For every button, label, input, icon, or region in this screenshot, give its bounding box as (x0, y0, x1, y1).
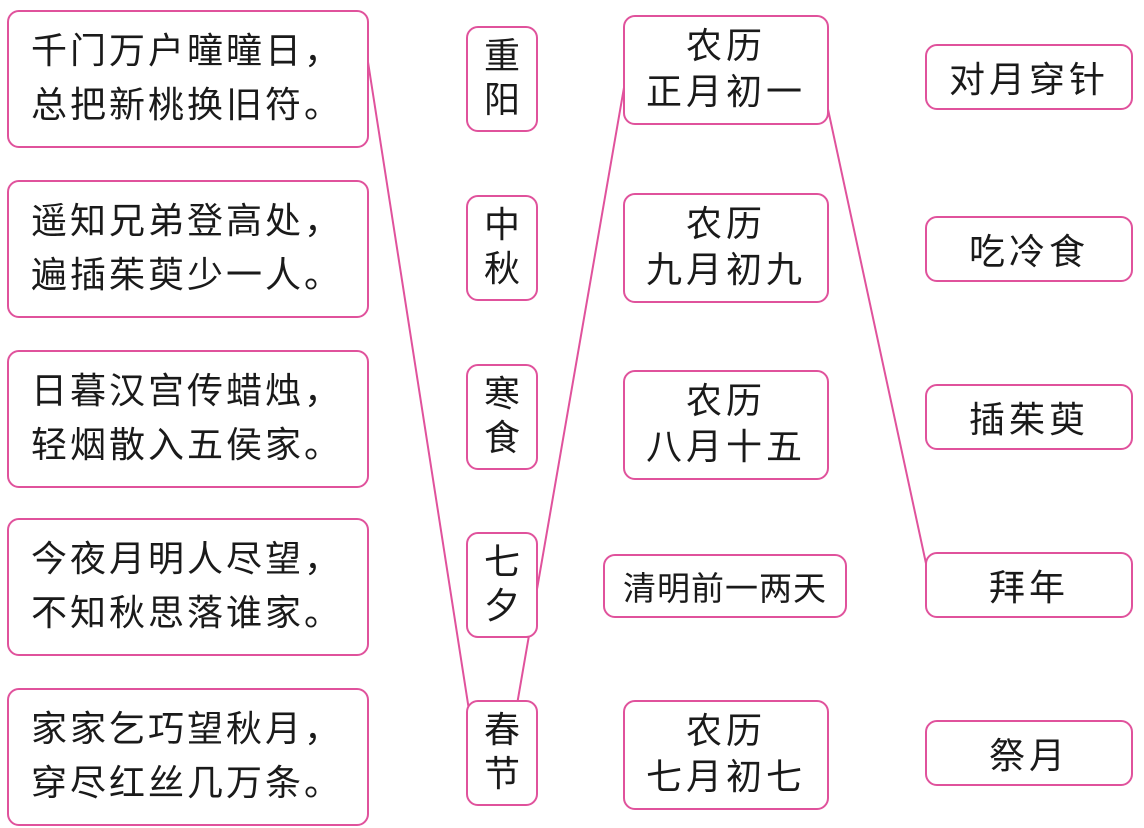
date-line: 农历 (685, 711, 766, 752)
date-line: 农历 (685, 381, 766, 422)
custom-box-duiyue-chuanzhen[interactable]: 对月穿针 (925, 44, 1133, 110)
date-box-qingming[interactable]: 清明前一两天 (603, 554, 847, 618)
poem-line: 今夜月明人尽望， (31, 539, 344, 580)
poem-line: 轻烟散入五侯家。 (31, 425, 344, 466)
poem-line: 不知秋思落谁家。 (31, 593, 344, 634)
poem-line: 遍插茱萸少一人。 (31, 255, 344, 296)
festival-char: 夕 (483, 586, 520, 627)
date-line: 八月十五 (645, 427, 806, 468)
date-box-jiuyue-chujiu[interactable]: 农历 九月初九 (623, 193, 829, 303)
poem-line: 家家乞巧望秋月， (31, 709, 344, 750)
festival-box-zhongqiu[interactable]: 中 秋 (466, 195, 538, 301)
date-line: 农历 (685, 204, 766, 245)
date-line: 农历 (685, 26, 766, 67)
poem-line: 总把新桃换旧符。 (31, 85, 344, 126)
festival-char: 节 (483, 754, 520, 795)
poem-box-4[interactable]: 今夜月明人尽望， 不知秋思落谁家。 (7, 518, 369, 656)
festival-char: 食 (483, 418, 520, 459)
festival-box-qixi[interactable]: 七 夕 (466, 532, 538, 638)
poem-box-3[interactable]: 日暮汉宫传蜡烛， 轻烟散入五侯家。 (7, 350, 369, 488)
custom-box-chi-lengshi[interactable]: 吃冷食 (925, 216, 1133, 282)
festival-char: 中 (483, 205, 520, 246)
poem-box-2[interactable]: 遥知兄弟登高处， 遍插茱萸少一人。 (7, 180, 369, 318)
date-line: 清明前一两天 (623, 569, 827, 608)
custom-label: 吃冷食 (968, 232, 1089, 273)
custom-box-cha-zhuyu[interactable]: 插茱萸 (925, 384, 1133, 450)
date-box-qiyue-chuqi[interactable]: 农历 七月初七 (623, 700, 829, 810)
poem-box-1[interactable]: 千门万户曈曈日， 总把新桃换旧符。 (7, 10, 369, 148)
custom-label: 插茱萸 (968, 400, 1089, 441)
custom-label: 拜年 (988, 568, 1069, 609)
custom-label: 祭月 (988, 736, 1069, 777)
date-line: 九月初九 (645, 250, 806, 291)
poem-line: 日暮汉宫传蜡烛， (31, 371, 344, 412)
link-zhengyue-to-bainian (825, 99, 931, 583)
festival-char: 重 (483, 36, 520, 77)
custom-label: 对月穿针 (948, 60, 1109, 101)
poem-line: 千门万户曈曈日， (31, 31, 344, 72)
festival-char: 秋 (483, 249, 520, 290)
festival-char: 七 (483, 542, 520, 583)
poem-box-5[interactable]: 家家乞巧望秋月， 穿尽红丝几万条。 (7, 688, 369, 826)
poem-line: 遥知兄弟登高处， (31, 201, 344, 242)
poem-line: 穿尽红丝几万条。 (31, 763, 344, 804)
date-line: 七月初七 (645, 757, 806, 798)
date-box-bayue-shiwu[interactable]: 农历 八月十五 (623, 370, 829, 480)
festival-char: 春 (483, 710, 520, 751)
date-line: 正月初一 (645, 72, 806, 113)
custom-box-bainian[interactable]: 拜年 (925, 552, 1133, 618)
link-poem1-to-chunjie (367, 61, 479, 769)
festival-box-chongyang[interactable]: 重 阳 (466, 26, 538, 132)
festival-char: 寒 (483, 374, 520, 415)
festival-box-chunjie[interactable]: 春 节 (466, 700, 538, 806)
festival-box-hanshi[interactable]: 寒 食 (466, 364, 538, 470)
custom-box-jiyue[interactable]: 祭月 (925, 720, 1133, 786)
date-box-zhengyue-chuyi[interactable]: 农历 正月初一 (623, 15, 829, 125)
festival-char: 阳 (483, 80, 520, 121)
